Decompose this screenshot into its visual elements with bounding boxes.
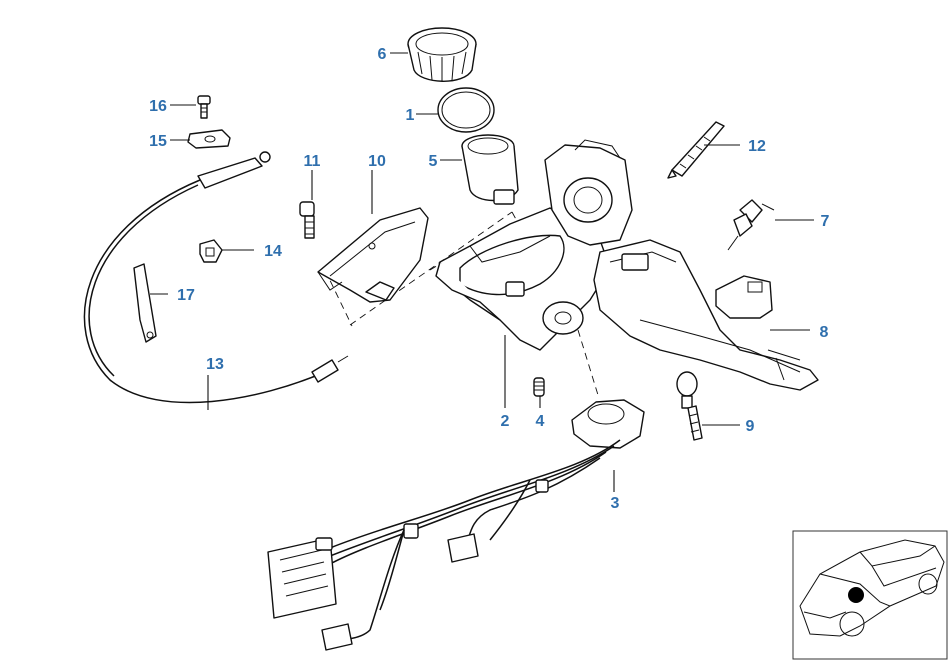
part-14-clip: [199, 239, 223, 263]
callout-17: 17: [177, 287, 195, 304]
part-17-clip: [133, 263, 157, 343]
part-6-ring: [407, 27, 477, 82]
callout-16: 16: [149, 98, 167, 115]
callout-9: 9: [746, 418, 755, 435]
callout-3: 3: [611, 495, 620, 512]
callout-8: 8: [820, 324, 829, 341]
part-16-screw: [197, 95, 211, 119]
callout-2: 2: [501, 413, 510, 430]
part-2-housing: [435, 139, 633, 351]
callout-labels: 1 2 3 4 5 6 7 8 9 10 11 12 13 14 15 16 1…: [149, 46, 829, 512]
part-10-cover: [317, 207, 429, 303]
callout-15: 15: [149, 133, 167, 150]
part-12-pin: [667, 121, 725, 179]
callout-10: 10: [368, 153, 386, 170]
callout-5: 5: [429, 153, 438, 170]
part-1-oring: [437, 87, 495, 133]
callout-13: 13: [206, 356, 224, 373]
callout-4: 4: [536, 413, 545, 430]
callout-11: 11: [304, 153, 321, 170]
part-8-bracket: [593, 239, 819, 391]
part-13-cable: [83, 151, 349, 404]
locator-dot: [848, 587, 864, 603]
part-7-sensor: [727, 199, 775, 251]
part-4-spring: [533, 377, 545, 397]
callout-1: 1: [406, 107, 415, 124]
car-locator-thumbnail: [792, 530, 948, 660]
part-15-clamp: [187, 129, 231, 149]
part-9-screw: [676, 371, 703, 441]
callout-7: 7: [821, 213, 830, 230]
part-11-bolt: [299, 201, 315, 239]
part-5-cylinder: [461, 134, 519, 205]
callout-12: 12: [748, 138, 766, 155]
callout-6: 6: [378, 46, 387, 63]
callout-14: 14: [264, 243, 282, 260]
part-3-harness: [267, 399, 645, 651]
leader-lines: [150, 52, 814, 492]
